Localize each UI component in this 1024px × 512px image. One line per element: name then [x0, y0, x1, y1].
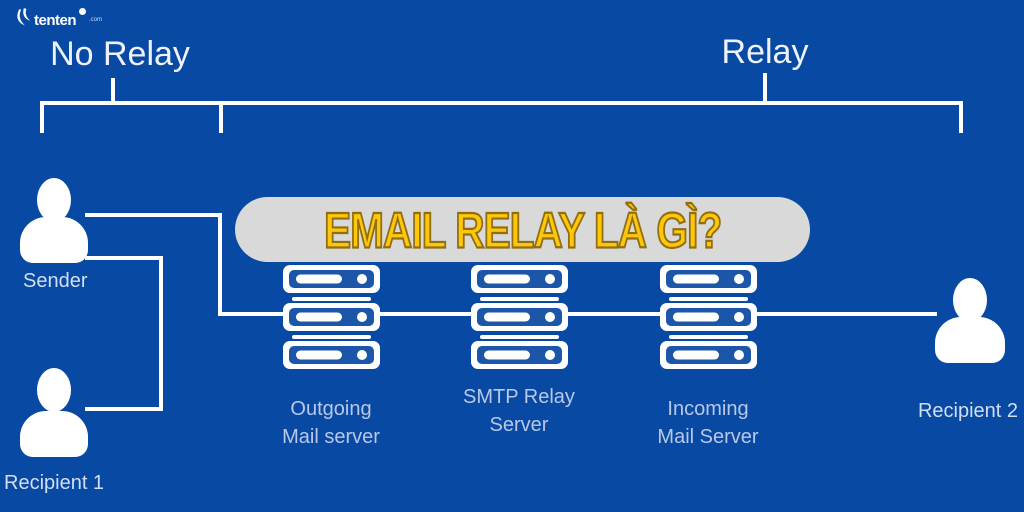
relay-title: Relay: [721, 33, 809, 71]
relay-main-line: [218, 312, 937, 316]
incoming-label-line1: Incoming: [667, 398, 749, 420]
sender-direct-line: [85, 256, 163, 260]
sender-head: [37, 178, 71, 222]
incoming-mail-server-icon: [660, 265, 757, 369]
recipient2-label: Recipient 2: [917, 400, 1018, 422]
recipient1-person-icon: [20, 368, 88, 457]
direct-vertical-line: [159, 256, 163, 411]
recipient1-body: [20, 411, 88, 457]
incoming-mail-server-label: Incoming Mail Server: [623, 395, 793, 451]
relay-vertical-line: [218, 213, 222, 316]
no-relay-title: No Relay: [50, 35, 190, 73]
outgoing-label-line1: Outgoing: [290, 398, 372, 420]
sender-label: Sender: [23, 270, 88, 292]
smtp-relay-server-icon: [471, 265, 568, 369]
logo-suffix-text: .com: [89, 17, 103, 23]
recipient1-direct-line: [85, 407, 163, 411]
smtp-relay-server-label: SMTP Relay Server: [434, 383, 604, 439]
smtp-label-line2: Server: [489, 414, 549, 436]
logo-globe-icon: [79, 8, 86, 15]
smtp-label-line1: SMTP Relay: [463, 386, 575, 408]
recipient1-label: Recipient 1: [4, 472, 105, 494]
recipient2-person-icon: [935, 278, 1005, 363]
outgoing-mail-server-icon: [283, 265, 380, 369]
incoming-label-line2: Mail Server: [657, 426, 759, 448]
sender-body: [20, 217, 88, 263]
bracket-horizontal-line: [40, 101, 963, 105]
relay-stem-line: [763, 73, 767, 105]
tenten-logo: tenten .com: [14, 8, 102, 28]
recipient1-head: [37, 368, 71, 412]
recipient2-body: [935, 317, 1005, 363]
outgoing-mail-server-label: Outgoing Mail server: [246, 395, 416, 451]
bracket-middle-tick: [219, 101, 223, 133]
banner-pill: EMAIL RELAY LÀ GÌ?: [235, 197, 810, 262]
bracket-right-tick: [959, 101, 963, 133]
banner-title: EMAIL RELAY LÀ GÌ?: [323, 200, 723, 258]
sender-person-icon: [20, 178, 88, 263]
no-relay-stem-line: [111, 78, 115, 105]
logo-brand-text: tenten: [34, 12, 77, 29]
sender-to-relay-line: [85, 213, 222, 217]
outgoing-label-line2: Mail server: [282, 426, 380, 448]
recipient2-head: [953, 278, 987, 322]
tenten-swoosh-icon: [14, 8, 32, 28]
bracket-left-tick: [40, 101, 44, 133]
